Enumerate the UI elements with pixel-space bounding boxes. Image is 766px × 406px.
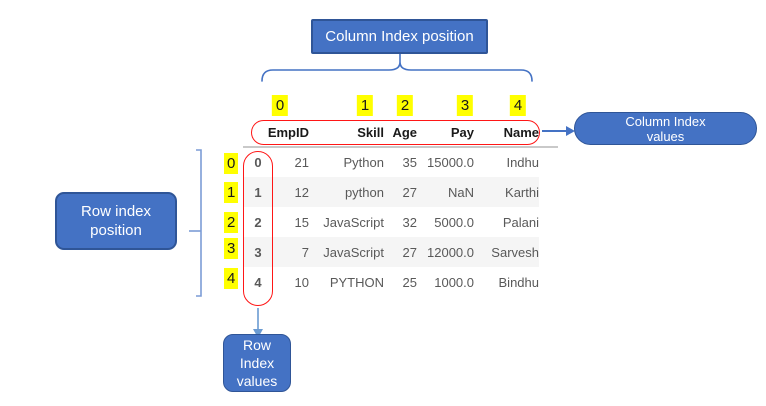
row-index-position-box: Row index position [55, 192, 177, 250]
row-index-values-line1: Row [242, 337, 271, 353]
column-index-position-label: Column Index position [325, 28, 474, 45]
column-position-1: 1 [356, 95, 374, 116]
row-index-value: 2 [254, 214, 262, 230]
cell-empid: 12 [294, 184, 309, 200]
row-position-1: 1 [224, 182, 239, 203]
cell-pay: 12000.0 [427, 244, 474, 260]
row-index-values-line2: Index [239, 355, 275, 371]
cell-age: 35 [402, 154, 417, 170]
cell-pay: 5000.0 [434, 214, 474, 230]
cell-pay: NaN [447, 184, 474, 200]
row-positions-bracket [196, 149, 202, 297]
cell-skill: PYTHON [329, 274, 384, 290]
row-index-values-line3: values [236, 373, 278, 389]
header-row-red-outline [251, 120, 540, 145]
column-index-position-box: Column Index position [311, 19, 488, 54]
column-positions-brace [261, 61, 533, 82]
cell-skill: JavaScript [323, 244, 384, 260]
table-row: 1 12 python 27 NaN Karthi [243, 177, 539, 207]
column-position-2: 2 [396, 95, 414, 116]
row-index-value: 3 [254, 244, 262, 260]
row-position-0: 0 [224, 153, 239, 174]
column-index-values-line2: values [646, 128, 685, 144]
table-header-row: EmpID Skill Age Pay Name [243, 117, 539, 147]
table-row: 4 10 PYTHON 25 1000.0 Bindhu [243, 267, 539, 297]
column-position-0: 0 [271, 95, 289, 116]
cell-pay: 15000.0 [427, 154, 474, 170]
cell-name: Indhu [506, 154, 539, 170]
column-header-empid: EmpID [267, 124, 309, 140]
column-header-age: Age [392, 124, 417, 140]
cell-skill: python [344, 184, 384, 200]
column-index-values-box: Column Index values [574, 112, 757, 145]
row-position-4: 4 [224, 268, 239, 289]
cell-age: 27 [402, 184, 417, 200]
table-row: 3 7 JavaScript 27 12000.0 Sarvesh [243, 237, 539, 267]
dataframe-table: EmpID Skill Age Pay Name 0 21 Python 35 … [243, 117, 539, 297]
cell-empid: 10 [294, 274, 309, 290]
table-body: 0 21 Python 35 15000.0 Indhu 1 12 python… [243, 147, 539, 297]
row-position-3: 3 [224, 238, 239, 259]
row-index-value: 1 [254, 184, 262, 200]
cell-name: Karthi [505, 184, 539, 200]
cell-age: 32 [402, 214, 417, 230]
cell-age: 25 [402, 274, 417, 290]
cell-name: Bindhu [498, 274, 539, 290]
cell-name: Palani [502, 214, 539, 230]
index-column-red-outline [243, 151, 273, 306]
cell-pay: 1000.0 [434, 274, 474, 290]
row-index-value: 4 [254, 274, 262, 290]
cell-name: Sarvesh [491, 244, 539, 260]
table-row: 2 15 JavaScript 32 5000.0 Palani [243, 207, 539, 237]
row-position-2: 2 [224, 212, 239, 233]
cell-skill: JavaScript [323, 214, 384, 230]
column-header-pay: Pay [450, 124, 474, 140]
column-position-4: 4 [509, 95, 527, 116]
row-index-position-line1: Row index [80, 203, 152, 220]
cell-empid: 7 [301, 244, 309, 260]
row-index-values-box: Row Index values [223, 334, 291, 392]
table-row: 0 21 Python 35 15000.0 Indhu [243, 147, 539, 177]
column-index-values-line1: Column Index [625, 113, 706, 129]
cell-empid: 21 [294, 154, 309, 170]
cell-age: 27 [402, 244, 417, 260]
header-underline [243, 146, 558, 148]
cell-empid: 15 [294, 214, 309, 230]
column-header-skill: Skill [357, 124, 384, 140]
cell-skill: Python [343, 154, 384, 170]
column-position-3: 3 [456, 95, 474, 116]
row-index-position-line2: position [90, 222, 142, 239]
